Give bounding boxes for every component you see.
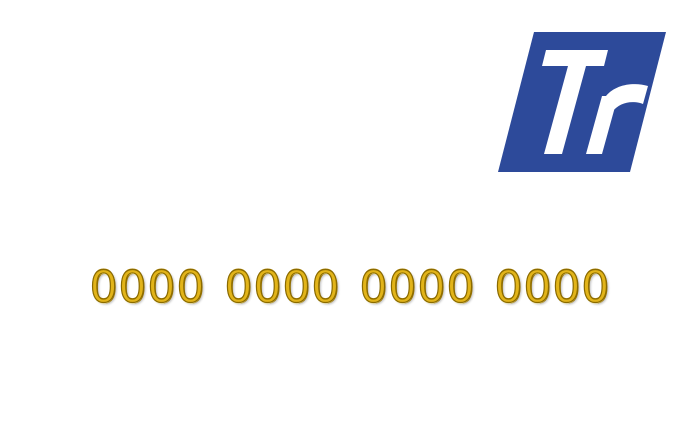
card-number: 0000 0000 0000 0000 xyxy=(89,261,611,313)
tr-logo-icon xyxy=(498,32,666,172)
brand-logo xyxy=(498,32,666,172)
